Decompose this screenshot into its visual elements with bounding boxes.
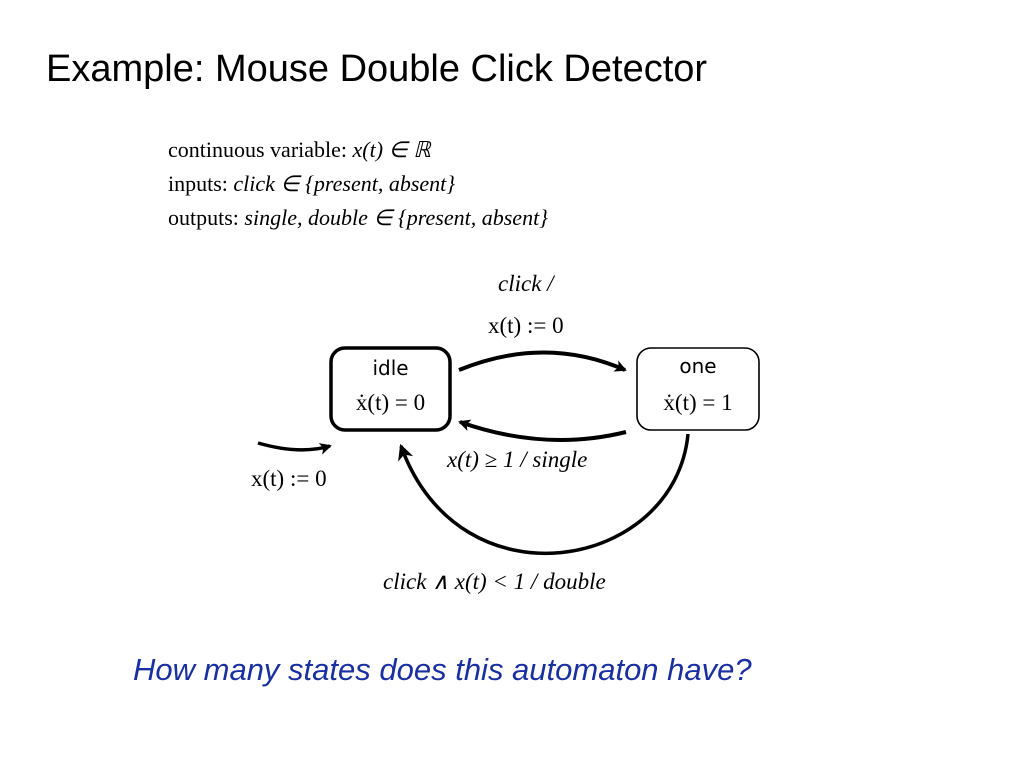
declaration-inputs: inputs: click ∈ {present, absent} [168,173,455,195]
state-one-dynamics: ẋ(t) = 1 [663,390,733,415]
declaration-continuous-expr: x(t) ∈ ℝ [352,137,431,162]
transition-one-to-idle-double-arrow [398,433,690,556]
slide-title: Example: Mouse Double Click Detector [46,48,708,90]
transition-one-to-idle-single-label: x(t) ≥ 1 / single [447,448,587,471]
transition-one-to-idle-single-text: x(t) ≥ 1 / single [447,447,588,472]
state-one-name: one [679,354,717,378]
state-one-box [636,347,760,431]
transition-idle-to-one-arrow [458,350,627,372]
transition-one-to-idle-double-text: click ∧ x(t) < 1 / double [383,569,606,594]
declaration-inputs-label: inputs: [168,171,228,196]
declaration-inputs-expr: click ∈ {present, absent} [233,171,456,196]
transition-idle-to-one-action: x(t) := 0 [488,314,564,337]
declaration-outputs-expr: single, double ∈ {present, absent} [244,205,548,230]
initial-transition-action: x(t) := 0 [251,467,327,490]
state-idle-box [329,346,452,432]
transition-idle-to-one-action-text: x(t) := 0 [488,313,564,338]
declaration-outputs: outputs: single, double ∈ {present, abse… [168,207,548,229]
state-idle-dynamics: ẋ(t) = 0 [355,390,426,415]
transition-idle-to-one-guard-text: click / [498,271,554,296]
state-idle-name: idle [372,356,409,380]
initial-transition-action-text: x(t) := 0 [251,466,327,491]
transition-one-to-idle-double-label: click ∧ x(t) < 1 / double [383,570,606,593]
initial-transition-arrow [257,441,332,455]
declaration-continuous: continuous variable: x(t) ∈ ℝ [168,139,431,161]
transition-one-to-idle-single-arrow [458,419,627,442]
slide-question: How many states does this automaton have… [133,652,752,687]
declaration-outputs-label: outputs: [168,205,239,230]
transition-idle-to-one-guard: click / [498,272,554,295]
declaration-continuous-label: continuous variable: [168,137,348,162]
